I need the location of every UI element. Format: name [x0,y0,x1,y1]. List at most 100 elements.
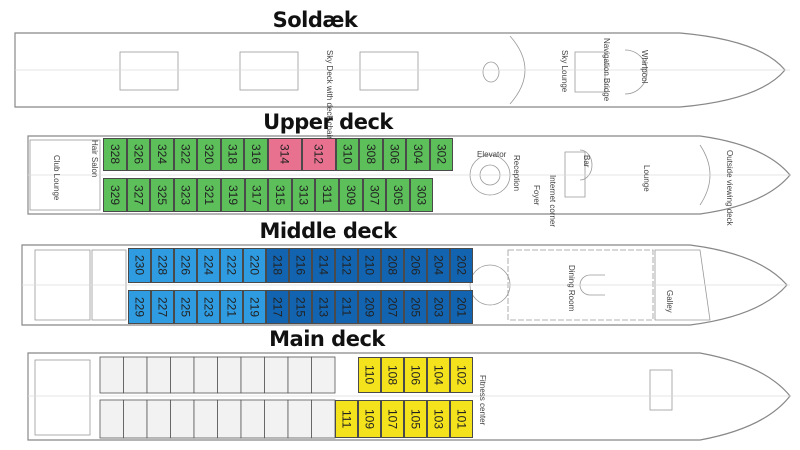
empty-cabin [170,356,195,394]
cabin-number: 203 [431,296,446,318]
empty-cabin [123,399,148,439]
cabin-number: 204 [431,255,446,276]
label-foyer: Foyer [532,185,541,206]
cabin-304[interactable]: 304 [406,138,430,171]
cabin-312[interactable]: 312 [301,138,336,171]
cabin-320[interactable]: 320 [197,138,221,171]
cabin-number: 105 [408,408,423,430]
cabin-319[interactable]: 319 [221,178,245,212]
cabin-315[interactable]: 315 [268,178,292,212]
cabin-224[interactable]: 224 [197,248,220,283]
cabin-313[interactable]: 313 [291,178,316,212]
cabin-108[interactable]: 108 [381,357,404,393]
cabin-221[interactable]: 221 [220,290,243,324]
cabin-203[interactable]: 203 [427,290,450,324]
cabin-215[interactable]: 215 [289,290,312,324]
cabin-303[interactable]: 303 [409,178,434,212]
cabin-226[interactable]: 226 [174,248,197,283]
cabin-227[interactable]: 227 [151,290,174,324]
cabin-number: 318 [225,144,240,165]
cabin-328[interactable]: 328 [103,138,127,171]
cabin-322[interactable]: 322 [173,138,197,171]
cabin-103[interactable]: 103 [427,400,450,438]
cabin-number: 309 [343,184,358,206]
cabin-324[interactable]: 324 [150,138,174,171]
cabin-326[interactable]: 326 [126,138,150,171]
cabin-302[interactable]: 302 [429,138,453,171]
cabin-202[interactable]: 202 [450,248,473,283]
cabin-106[interactable]: 106 [404,357,427,393]
cabin-101[interactable]: 101 [450,400,473,438]
cabin-218[interactable]: 218 [266,248,289,283]
cabin-number: 328 [107,144,122,165]
cabin-317[interactable]: 317 [244,178,269,212]
cabin-216[interactable]: 216 [289,248,312,283]
cabin-107[interactable]: 107 [381,400,404,438]
cabin-number: 211 [339,297,354,317]
label-galley: Galley [665,290,674,313]
cabin-223[interactable]: 223 [197,290,220,324]
cabin-213[interactable]: 213 [312,290,335,324]
cabin-316[interactable]: 316 [244,138,268,171]
cabin-305[interactable]: 305 [386,178,410,212]
cabin-208[interactable]: 208 [381,248,404,283]
cabin-229[interactable]: 229 [128,290,151,324]
cabin-323[interactable]: 323 [173,178,198,212]
cabin-219[interactable]: 219 [243,290,266,324]
cabin-230[interactable]: 230 [128,248,151,283]
cabin-number: 102 [454,364,469,386]
cabin-104[interactable]: 104 [427,357,450,393]
cabin-109[interactable]: 109 [358,400,381,438]
cabin-214[interactable]: 214 [312,248,335,283]
cabin-201[interactable]: 201 [450,290,473,324]
cabin-210[interactable]: 210 [358,248,381,283]
label-dining-room: Dining Room [567,265,576,312]
cabin-314[interactable]: 314 [267,138,302,171]
cabin-311[interactable]: 311 [315,178,339,212]
cabin-329[interactable]: 329 [103,178,127,212]
empty-cabin [240,399,265,439]
cabin-306[interactable]: 306 [382,138,406,171]
cabin-225[interactable]: 225 [174,290,197,324]
cabin-209[interactable]: 209 [358,290,381,324]
cabin-number: 324 [154,144,169,165]
cabin-206[interactable]: 206 [404,248,427,283]
label-club-lounge: Club Lounge [52,155,61,201]
cabin-110[interactable]: 110 [358,357,381,393]
cabin-102[interactable]: 102 [450,357,473,393]
cabin-307[interactable]: 307 [362,178,387,212]
cabin-310[interactable]: 310 [335,138,359,171]
cabin-105[interactable]: 105 [404,400,427,438]
label-sky-deck: Sky Deck with deck chairs [325,50,334,143]
cabin-321[interactable]: 321 [197,178,221,212]
cabin-205[interactable]: 205 [404,290,427,324]
cabin-111[interactable]: 111 [335,400,358,438]
cabin-number: 104 [431,364,446,386]
cabin-number: 216 [293,255,308,276]
cabin-228[interactable]: 228 [151,248,174,283]
cabin-number: 226 [178,255,193,276]
unassigned-cabins [99,356,336,439]
cabin-number: 219 [247,296,262,318]
cabin-212[interactable]: 212 [335,248,358,283]
cabin-number: 329 [107,184,122,206]
cabin-222[interactable]: 222 [220,248,243,283]
cabin-325[interactable]: 325 [150,178,174,212]
cabin-number: 225 [178,296,193,318]
cabin-309[interactable]: 309 [339,178,363,212]
cabin-number: 108 [385,364,400,386]
cabin-number: 325 [154,184,169,206]
label-lounge: Lounge [642,165,651,192]
cabin-number: 315 [272,184,287,206]
cabin-204[interactable]: 204 [427,248,450,283]
empty-cabin [264,356,289,394]
cabin-207[interactable]: 207 [381,290,404,324]
cabin-327[interactable]: 327 [126,178,151,212]
cabin-318[interactable]: 318 [220,138,244,171]
cabin-217[interactable]: 217 [266,290,289,324]
cabin-number: 111 [339,409,354,429]
cabin-308[interactable]: 308 [359,138,383,171]
cabin-211[interactable]: 211 [335,290,358,324]
cabin-number: 201 [454,296,469,318]
cabin-220[interactable]: 220 [243,248,266,283]
